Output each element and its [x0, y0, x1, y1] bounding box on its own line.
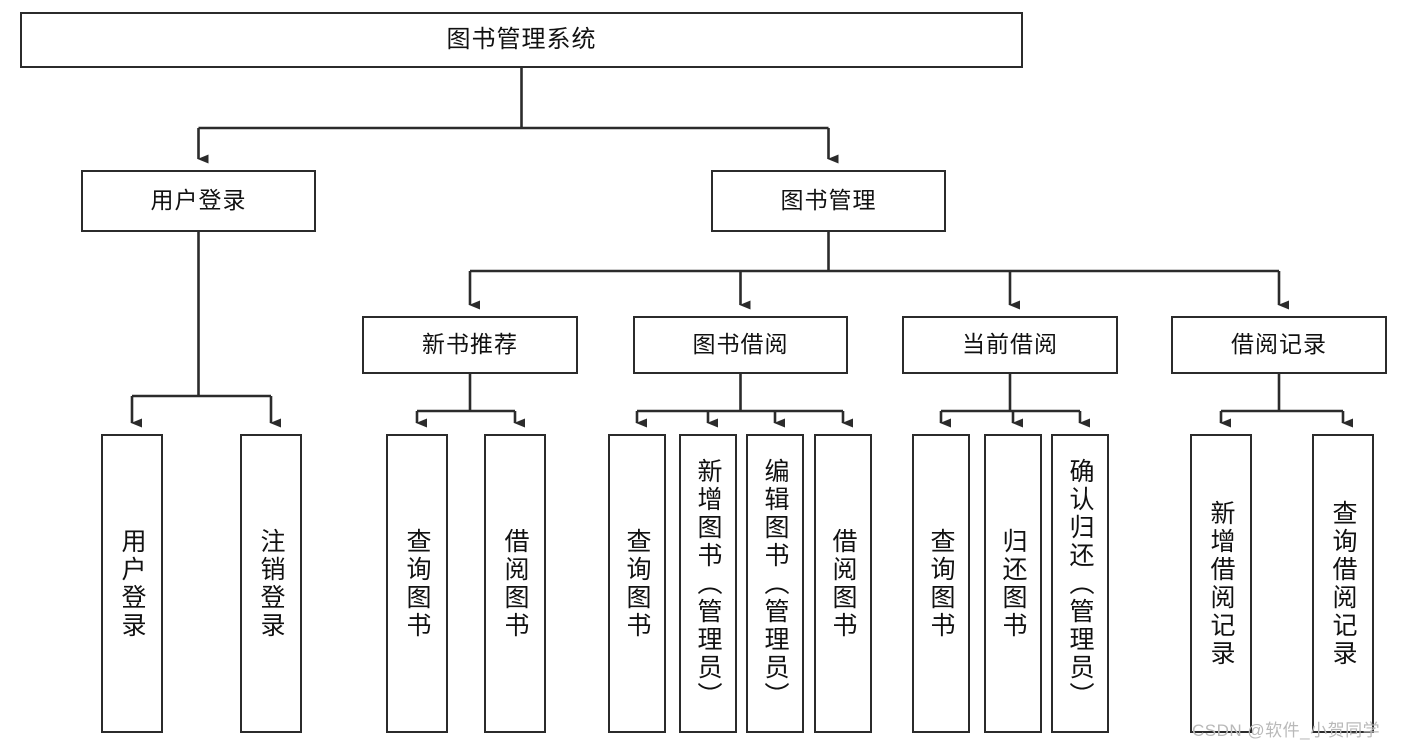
node-注销登录-leaf-1[interactable]: 注销登录	[240, 434, 302, 733]
node-label: 编辑图书（管理员）	[761, 457, 789, 710]
node-借阅图书-leaf-3[interactable]: 借阅图书	[484, 434, 546, 733]
node-label: 查询图书	[623, 527, 651, 640]
node-编辑图书管理员-leaf-6[interactable]: 编辑图书（管理员）	[746, 434, 804, 733]
node-归还图书-leaf-9[interactable]: 归还图书	[984, 434, 1042, 733]
node-label: 归还图书	[999, 527, 1027, 640]
node-label: 借阅图书	[501, 527, 529, 640]
node-label: 注销登录	[257, 527, 285, 640]
node-label: 图书借阅	[692, 331, 789, 358]
node-当前借阅-l3-2[interactable]: 当前借阅	[902, 316, 1118, 374]
node-新增借阅记录-leaf-11[interactable]: 新增借阅记录	[1190, 434, 1252, 733]
node-label: 用户登录	[150, 187, 247, 214]
node-查询图书-leaf-8[interactable]: 查询图书	[912, 434, 970, 733]
node-label: 图书管理	[780, 187, 877, 214]
node-借阅记录-l3-3[interactable]: 借阅记录	[1171, 316, 1387, 374]
node-新增图书管理员-leaf-5[interactable]: 新增图书（管理员）	[679, 434, 737, 733]
node-label: 用户登录	[118, 527, 146, 640]
node-label: 图书管理系统	[446, 25, 597, 53]
node-借阅图书-leaf-7[interactable]: 借阅图书	[814, 434, 872, 733]
node-label: 查询借阅记录	[1329, 499, 1357, 668]
node-label: 新增借阅记录	[1207, 499, 1235, 668]
node-label: 新书推荐	[422, 331, 518, 358]
node-用户登录-leaf-0[interactable]: 用户登录	[101, 434, 163, 733]
node-图书管理系统-0[interactable]: 图书管理系统	[20, 12, 1023, 68]
node-label: 借阅记录	[1231, 331, 1327, 358]
node-图书管理-l2-1[interactable]: 图书管理	[711, 170, 946, 232]
node-label: 新增图书（管理员）	[694, 457, 722, 710]
node-新书推荐-l3-0[interactable]: 新书推荐	[362, 316, 578, 374]
node-label: 当前借阅	[962, 331, 1058, 358]
node-用户登录-l2-0[interactable]: 用户登录	[81, 170, 316, 232]
node-label: 查询图书	[927, 527, 955, 640]
node-图书借阅-l3-1[interactable]: 图书借阅	[633, 316, 848, 374]
node-label: 确认归还（管理员）	[1066, 457, 1094, 710]
node-查询图书-leaf-2[interactable]: 查询图书	[386, 434, 448, 733]
node-确认归还管理员-leaf-10[interactable]: 确认归还（管理员）	[1051, 434, 1109, 733]
node-label: 查询图书	[403, 527, 431, 640]
node-label: 借阅图书	[829, 527, 857, 640]
node-查询借阅记录-leaf-12[interactable]: 查询借阅记录	[1312, 434, 1374, 733]
node-查询图书-leaf-4[interactable]: 查询图书	[608, 434, 666, 733]
